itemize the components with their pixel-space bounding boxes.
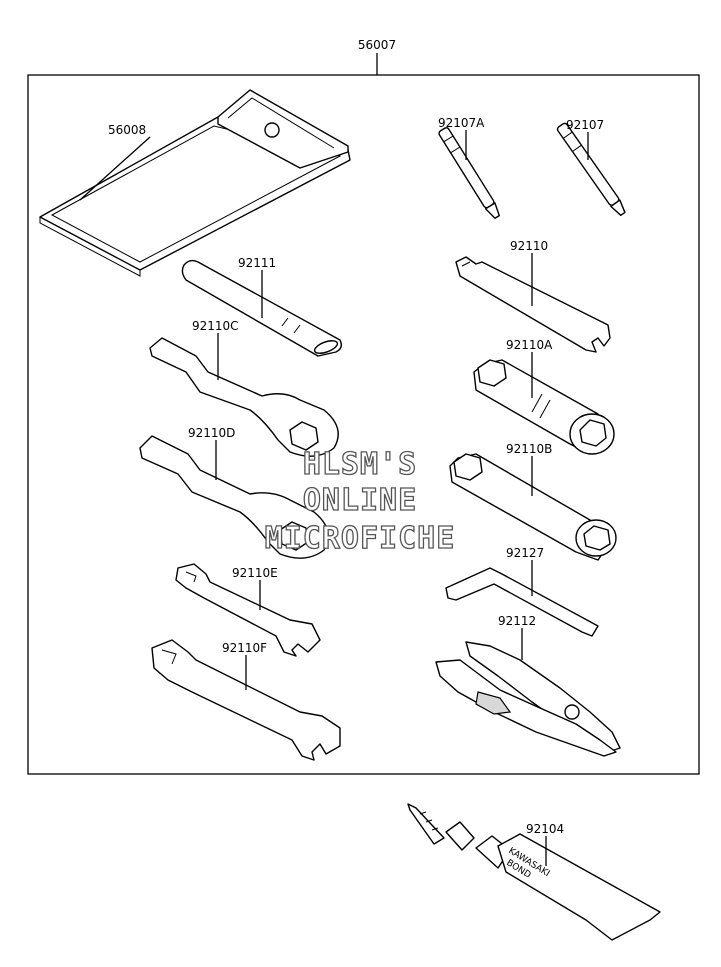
leader-56008: [79, 136, 151, 201]
label-92107: 92107: [566, 118, 604, 132]
open-wrench-e-drawing: [175, 563, 321, 657]
ring-wrench-d-drawing: [139, 435, 329, 559]
label-92127: 92127: [506, 546, 544, 560]
ring-wrench-c-drawing: [149, 337, 339, 457]
pouch-drawing: [39, 89, 351, 277]
box-wrench-b-drawing: [449, 453, 617, 561]
open-wrench-f-drawing: [151, 639, 341, 761]
label-92104: 92104: [526, 822, 564, 836]
watermark-line3: MICROFICHE: [265, 521, 456, 556]
watermark-line2: ONLINE: [303, 483, 417, 518]
label-92110F: 92110F: [222, 641, 267, 655]
spanner-drawing: [455, 256, 611, 353]
label-92110B: 92110B: [506, 442, 552, 456]
label-92110: 92110: [510, 239, 548, 253]
box-wrench-a-drawing: [473, 359, 615, 455]
hex-key-drawing: [445, 567, 599, 637]
kit-frame: [27, 74, 700, 775]
bond-drawing: KAWASAKI BOND: [407, 803, 661, 941]
label-92107A: 92107A: [438, 116, 485, 130]
screwdriver-a-drawing: [438, 127, 500, 219]
label-92111: 92111: [238, 256, 276, 270]
label-92110D: 92110D: [188, 426, 235, 440]
label-56008: 56008: [108, 123, 146, 137]
pliers-drawing: [435, 641, 621, 757]
watermark-line1: HLSM'S: [303, 447, 417, 482]
label-92112: 92112: [498, 614, 536, 628]
label-56007: 56007: [358, 38, 396, 52]
screwdriver-drawing: [556, 122, 626, 216]
label-92110E: 92110E: [232, 566, 278, 580]
label-92110C: 92110C: [192, 319, 239, 333]
label-92110A: 92110A: [506, 338, 553, 352]
